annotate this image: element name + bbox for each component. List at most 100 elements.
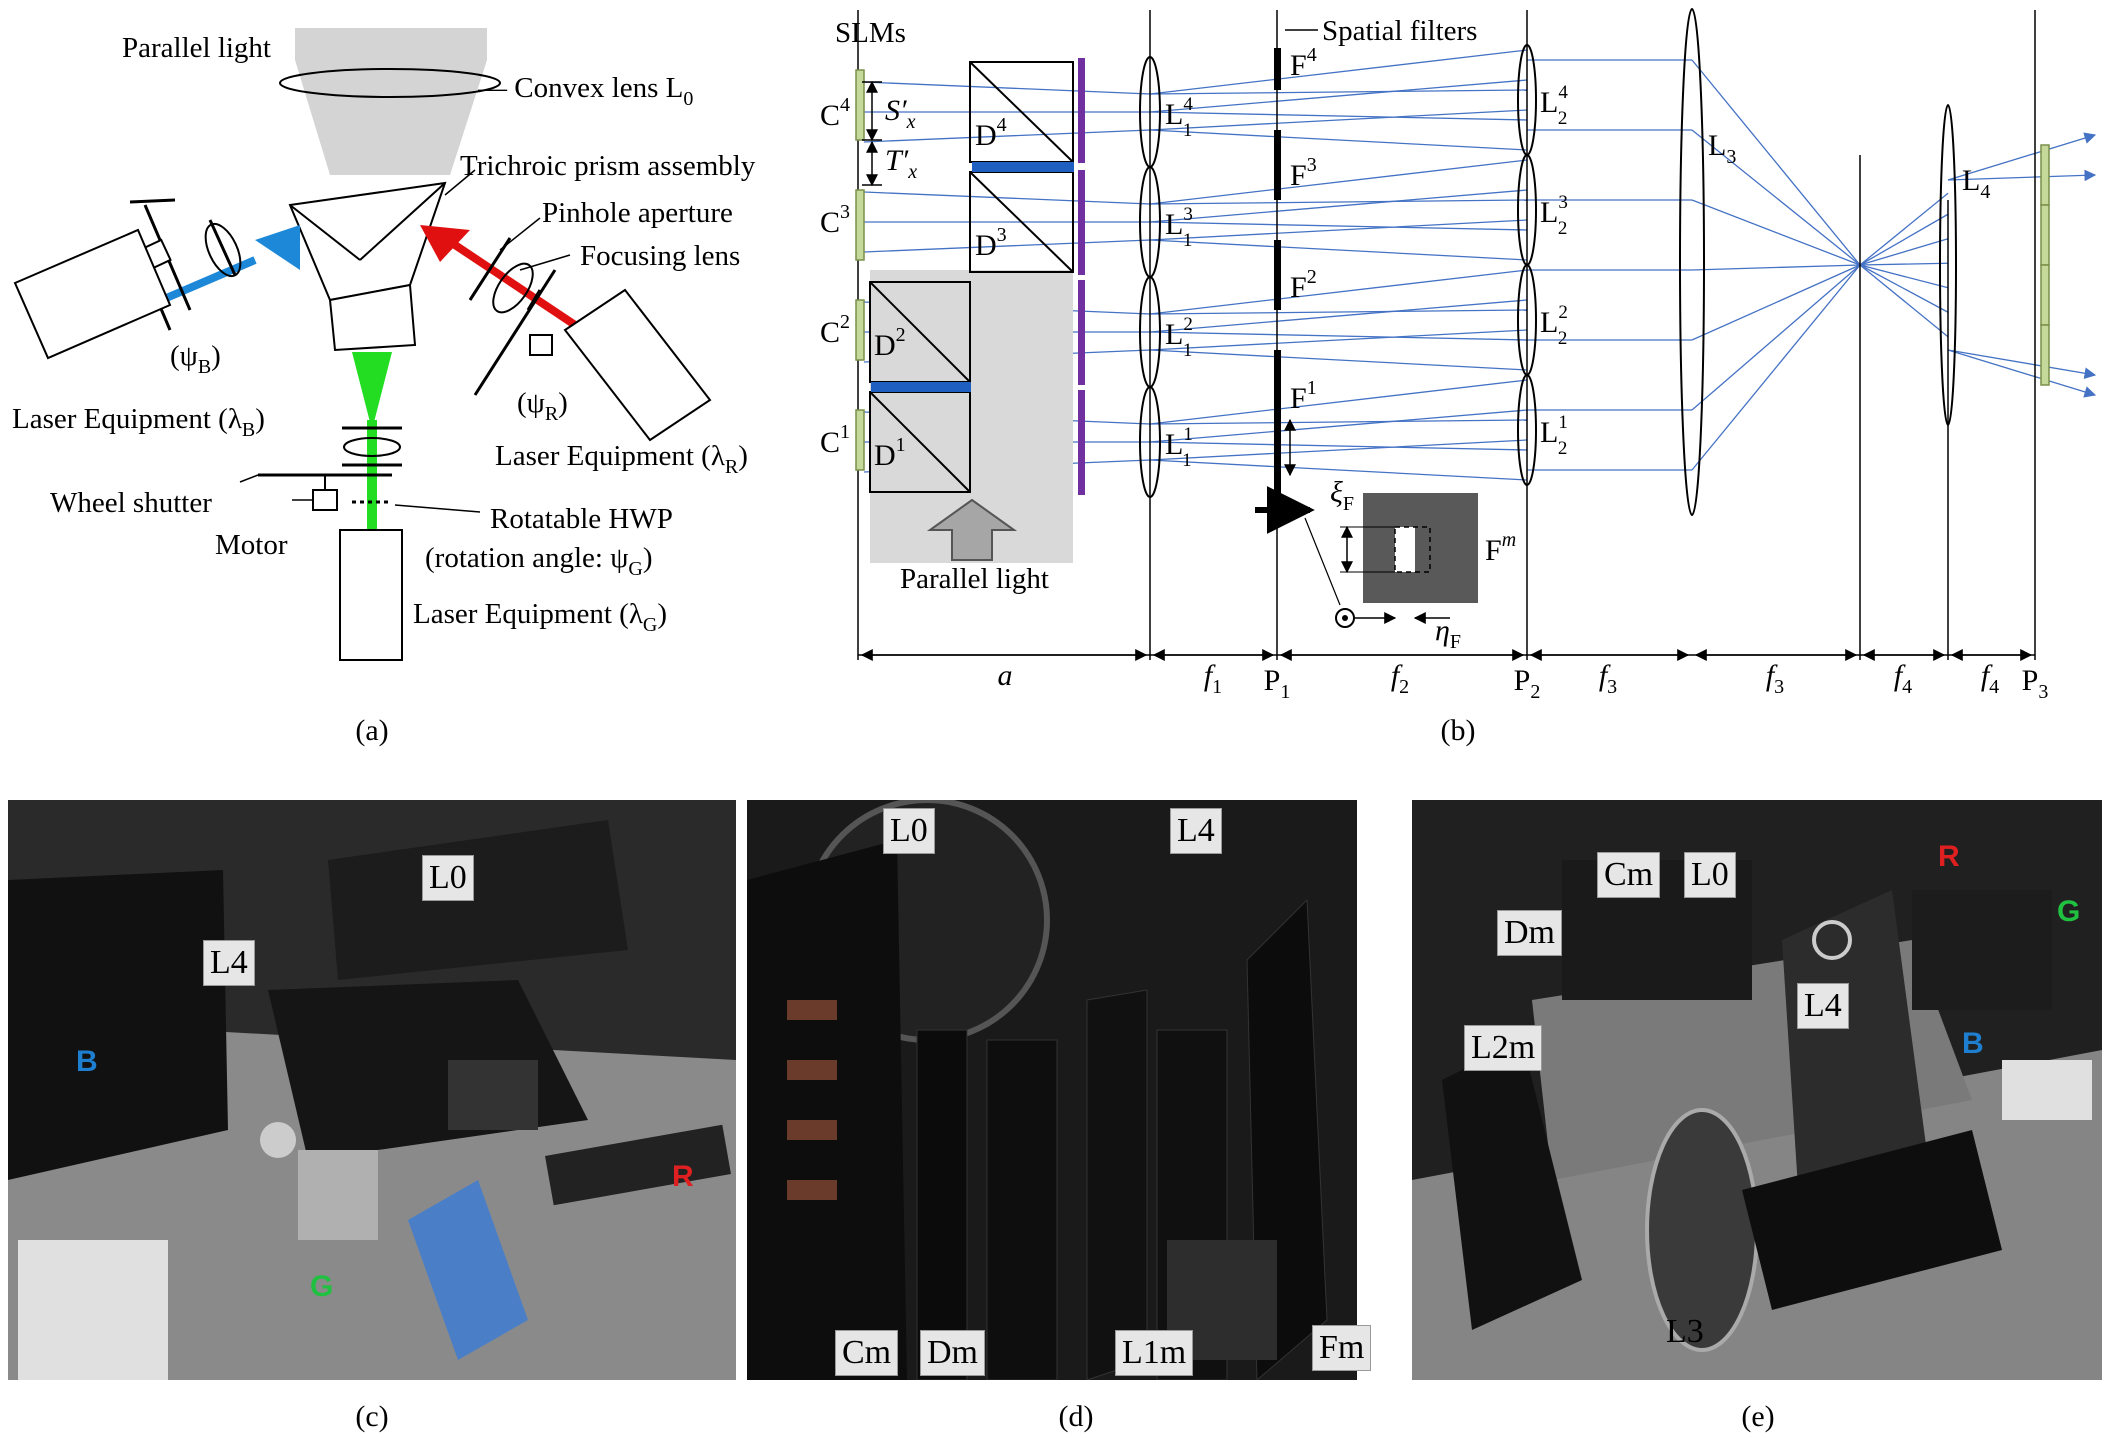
- photo-d-scene: [747, 800, 1357, 1380]
- ray-segment: [1149, 219, 1528, 241]
- l3-label: L3: [1708, 129, 1736, 168]
- ray-segment: [1149, 109, 1528, 131]
- output-ray: [1947, 349, 2097, 398]
- plane-label: P2: [1514, 664, 1541, 703]
- photo-d-tag-fm: Fm: [1312, 1325, 1372, 1371]
- ray-segment: [1691, 199, 1861, 266]
- ray-segment: [1149, 349, 1528, 371]
- photo-e-scene: [1412, 800, 2102, 1380]
- photo-e-tag-cm: Cm: [1597, 852, 1661, 898]
- lens-l4: [1939, 104, 1957, 426]
- laser-b-box: [13, 228, 172, 360]
- ray-segment: [863, 191, 1151, 205]
- caption-d: (d): [1058, 1400, 1094, 1433]
- ray-segment: [1149, 221, 1528, 231]
- photo-e-tag-dm: Dm: [1497, 910, 1562, 956]
- caption-b: (b): [1441, 714, 1476, 747]
- convex-lens-label: — Convex lens L0: [477, 72, 693, 110]
- output-plane: [2040, 144, 2050, 386]
- convex-lens-l0: [279, 68, 501, 98]
- ray-segment: [1149, 459, 1528, 481]
- ray-segment: [1859, 264, 1949, 313]
- fm-label: Fm: [1485, 529, 1516, 567]
- filter-label: F1: [1290, 377, 1317, 415]
- slm-label: C4: [820, 94, 850, 132]
- ray-segment: [1149, 409, 1528, 443]
- laser-g-box: [339, 529, 403, 661]
- dimension-label: f4: [1981, 659, 1999, 698]
- ray-segment: [1859, 262, 1949, 266]
- parallel-light-label: Parallel light: [122, 32, 271, 64]
- panel-b: SLMs Spatial filters Parallel light C4C3…: [820, 8, 2097, 703]
- photo-e-tag-l2m: L2m: [1464, 1025, 1543, 1071]
- laser-r-label: Laser Equipment (λR): [495, 440, 748, 478]
- ray-segment: [1859, 264, 1949, 338]
- panel-a: Parallel light — Convex lens L0 Trichroi…: [12, 28, 756, 661]
- d-label: D4: [975, 114, 1007, 152]
- green-beam: [352, 352, 392, 430]
- red-beam: [420, 225, 470, 262]
- focusing-lens-label: Focusing lens: [580, 240, 740, 272]
- sx-label: S′x: [885, 94, 916, 133]
- photo-d-tag-dm: Dm: [920, 1330, 985, 1376]
- photo-e-tag-l0: L0: [1684, 852, 1736, 898]
- photo-e-tag-l3: L3: [1666, 1313, 1704, 1350]
- photo-c-tag-b: B: [76, 1045, 98, 1078]
- output-ray: [1947, 132, 2097, 181]
- dimension-label: f3: [1599, 659, 1617, 698]
- slm-panels: [855, 69, 865, 471]
- psi-b-label: (ψB): [170, 340, 221, 378]
- caption-e: (e): [1741, 1400, 1775, 1433]
- ray-segment: [1149, 189, 1528, 223]
- ray-segment: [1149, 439, 1528, 461]
- ray-segment: [1149, 89, 1528, 95]
- trichroic-prism: [288, 181, 447, 352]
- ray-segment: [1859, 238, 1949, 266]
- ray-segment: [1691, 264, 1861, 471]
- dimension-label: f4: [1894, 659, 1912, 698]
- output-ray: [1947, 169, 2097, 182]
- d-label: D1: [874, 434, 906, 472]
- ray-segment: [1691, 129, 1861, 266]
- ray-segment: [1691, 59, 1861, 266]
- photo-c-scene: [8, 800, 736, 1380]
- ray-segment: [1149, 299, 1528, 333]
- ray-segment: [1149, 129, 1528, 151]
- trichroic-label: Trichroic prism assembly: [460, 150, 756, 182]
- photo-d-tag-l4: L4: [1170, 808, 1222, 854]
- polarizer-strips: [1078, 58, 1085, 495]
- photo-c-tag-l4: L4: [203, 940, 255, 986]
- ray-segment: [1149, 111, 1528, 121]
- caption-a: (a): [355, 714, 388, 747]
- photo-e-tag-g: G: [2057, 895, 2081, 928]
- filter-label: F3: [1290, 154, 1317, 192]
- ray-segment: [1691, 264, 1861, 341]
- slms-label: SLMs: [835, 17, 906, 49]
- ray-segment: [1691, 264, 1861, 271]
- motor-label: Motor: [215, 529, 288, 561]
- filter-label: F2: [1290, 266, 1317, 304]
- dimension-label: a: [998, 659, 1013, 692]
- photo-c-tag-g: G: [310, 1270, 334, 1303]
- photo-e-tag-r: R: [1938, 840, 1960, 873]
- slm-label: C3: [820, 201, 850, 239]
- xi-label: ξF: [1330, 476, 1354, 515]
- filter-bars: [1274, 48, 1281, 495]
- photo-c-tag-r: R: [672, 1160, 694, 1193]
- output-ray: [1947, 349, 2097, 380]
- photo-e-tag-l4: L4: [1797, 983, 1849, 1029]
- l2-lenses: [1517, 44, 1537, 486]
- axis-out-icon: [1335, 608, 1355, 628]
- parallel-light-arrow: [926, 498, 1018, 561]
- ray-segment: [1149, 199, 1528, 205]
